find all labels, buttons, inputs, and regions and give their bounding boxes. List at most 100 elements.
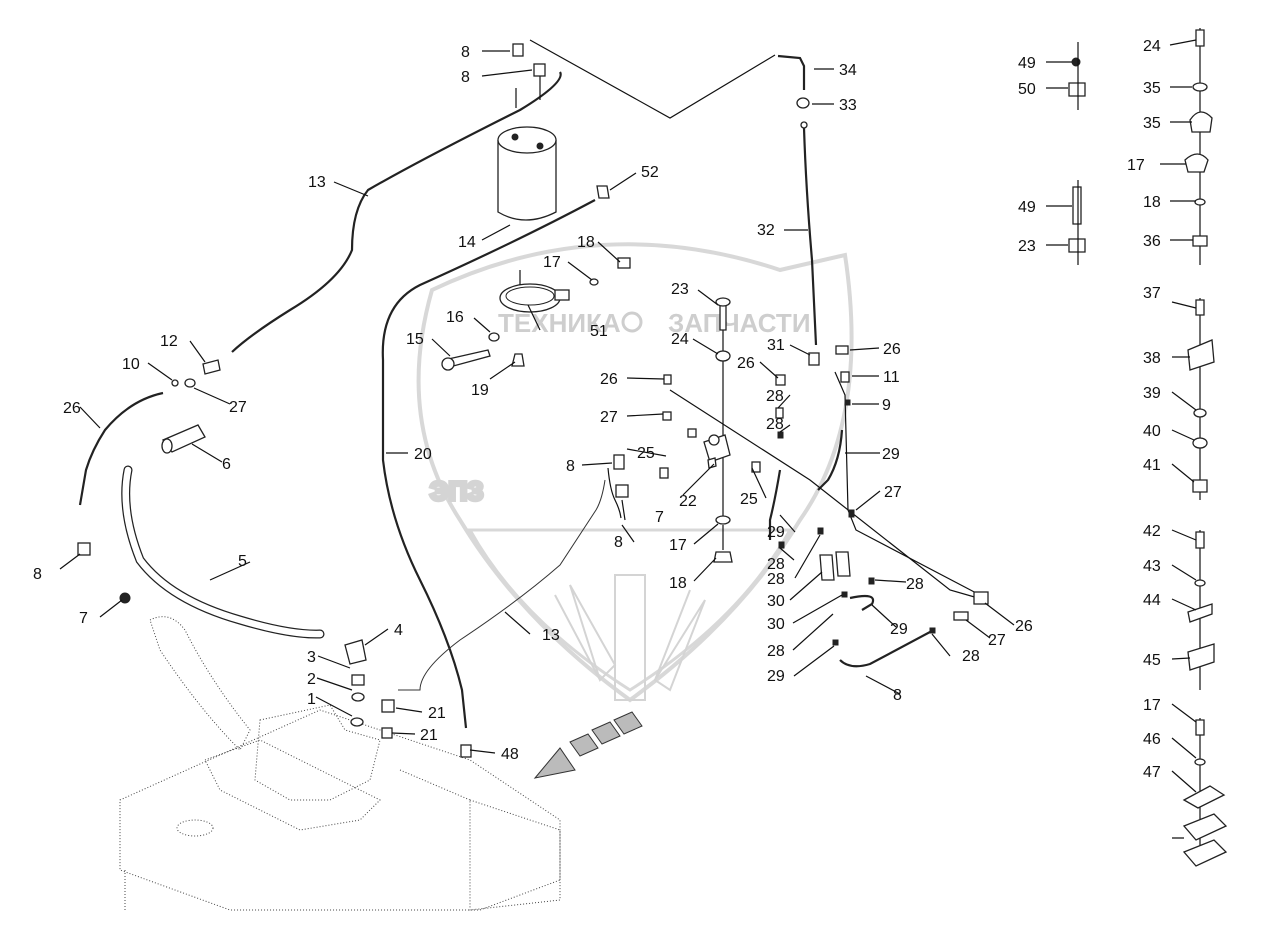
- clamp-51: [499, 270, 570, 367]
- callout-label: 28: [962, 648, 980, 665]
- callout-label: 29: [882, 446, 900, 463]
- callout-label: 34: [839, 62, 857, 79]
- callout-label: 28: [767, 571, 785, 588]
- watermark-wheat: [554, 574, 706, 701]
- callout-label: 7: [655, 509, 664, 526]
- valve-22: [703, 434, 731, 469]
- filter-6: [161, 424, 206, 454]
- callout-label: 29: [890, 621, 908, 638]
- callout-label: 8: [893, 687, 902, 704]
- watermark-logo: ЭПЗ ТЕХНИКА ЗАПЧАСТИ: [416, 242, 854, 703]
- leader-lines: [59, 39, 1197, 839]
- callout-label: 8: [461, 69, 470, 86]
- callout-label: 18: [1143, 194, 1161, 211]
- watermark-logo-text: ЭПЗ: [430, 476, 483, 506]
- callout-label: 25: [637, 445, 655, 462]
- callout-label: 30: [767, 593, 785, 610]
- fuel-tank: [119, 616, 561, 911]
- callout-label: 8: [461, 44, 470, 61]
- callout-label: 33: [839, 97, 857, 114]
- callout-label: 48: [501, 746, 519, 763]
- callout-label: 23: [671, 281, 689, 298]
- callout-label: 51: [590, 323, 608, 340]
- callout-label: 8: [33, 566, 42, 583]
- callout-label: 32: [757, 222, 775, 239]
- callout-label: 40: [1143, 423, 1161, 440]
- callout-label: 28: [767, 556, 785, 573]
- callout-label: 45: [1143, 652, 1161, 669]
- callout-label: 1: [307, 691, 316, 708]
- callout-label: 29: [767, 668, 785, 685]
- callout-label: 8: [566, 458, 575, 475]
- callout-label: 9: [882, 397, 891, 414]
- callout-label: 2: [307, 671, 316, 688]
- direction-arrow: [533, 711, 643, 779]
- callout-label: 25: [740, 491, 758, 508]
- callout-label: 17: [669, 537, 687, 554]
- gear-icon: [621, 311, 643, 333]
- callout-label: 42: [1143, 523, 1161, 540]
- callout-label: 15: [406, 331, 424, 348]
- callout-label: 19: [471, 382, 489, 399]
- callout-label: 3: [307, 649, 316, 666]
- parts: [77, 28, 1228, 867]
- watermark-text-left: ТЕХНИКА: [498, 308, 621, 338]
- callout-label: 27: [988, 632, 1006, 649]
- callout-label: 49: [1018, 199, 1036, 216]
- callout-label: 24: [671, 331, 689, 348]
- callout-label: 29: [767, 524, 785, 541]
- callout-label: 27: [229, 399, 247, 416]
- callout-label: 26: [737, 355, 755, 372]
- callout-label: 26: [600, 371, 618, 388]
- carbon-canister: [497, 76, 557, 221]
- callout-label: 17: [543, 254, 561, 271]
- callout-label: 4: [394, 622, 403, 639]
- callout-label: 28: [906, 576, 924, 593]
- callout-label: 11: [883, 369, 900, 386]
- callout-label: 37: [1143, 285, 1161, 302]
- watermark-text-right: ЗАПЧАСТИ: [668, 308, 811, 338]
- callout-label: 13: [542, 627, 560, 644]
- callout-label: 17: [1127, 157, 1145, 174]
- callout-label: 17: [1143, 697, 1161, 714]
- callout-label: 27: [884, 484, 902, 501]
- callout-label: 30: [767, 616, 785, 633]
- callout-label: 50: [1018, 81, 1036, 98]
- callout-label: 21: [428, 705, 446, 722]
- callout-label: 26: [1015, 618, 1033, 635]
- callout-label: 26: [883, 341, 901, 358]
- callout-label: 12: [160, 333, 178, 350]
- callout-label: 14: [458, 234, 476, 251]
- callout-label: 38: [1143, 350, 1161, 367]
- callout-label: 28: [766, 416, 784, 433]
- callout-label: 39: [1143, 385, 1161, 402]
- callout-label: 35: [1143, 115, 1161, 132]
- callout-label: 8: [614, 534, 623, 551]
- hose-5: [121, 465, 325, 639]
- callout-label: 24: [1143, 38, 1161, 55]
- callout-label: 26: [63, 400, 81, 417]
- callout-label: 16: [446, 309, 464, 326]
- callout-label: 22: [679, 493, 697, 510]
- callout-label: 10: [122, 356, 140, 373]
- callout-label: 31: [767, 337, 785, 354]
- callout-label: 18: [577, 234, 595, 251]
- callout-label: 36: [1143, 233, 1161, 250]
- callout-label: 7: [79, 610, 88, 627]
- callout-label: 27: [600, 409, 618, 426]
- callout-label: 5: [238, 553, 247, 570]
- callout-label: 41: [1143, 457, 1161, 474]
- callout-label: 49: [1018, 55, 1036, 72]
- callout-label: 47: [1143, 764, 1161, 781]
- callout-label: 20: [414, 446, 432, 463]
- callout-label: 18: [669, 575, 687, 592]
- callout-label: 23: [1018, 238, 1036, 255]
- callout-label: 6: [222, 456, 231, 473]
- callout-label: 46: [1143, 731, 1161, 748]
- callout-labels: 8 8 34 33 13 52 14 32 18 17 23 16 51 15 …: [33, 38, 1161, 781]
- callout-label: 28: [766, 388, 784, 405]
- pipes: [78, 39, 981, 729]
- callout-label: 35: [1143, 80, 1161, 97]
- callout-label: 13: [308, 174, 326, 191]
